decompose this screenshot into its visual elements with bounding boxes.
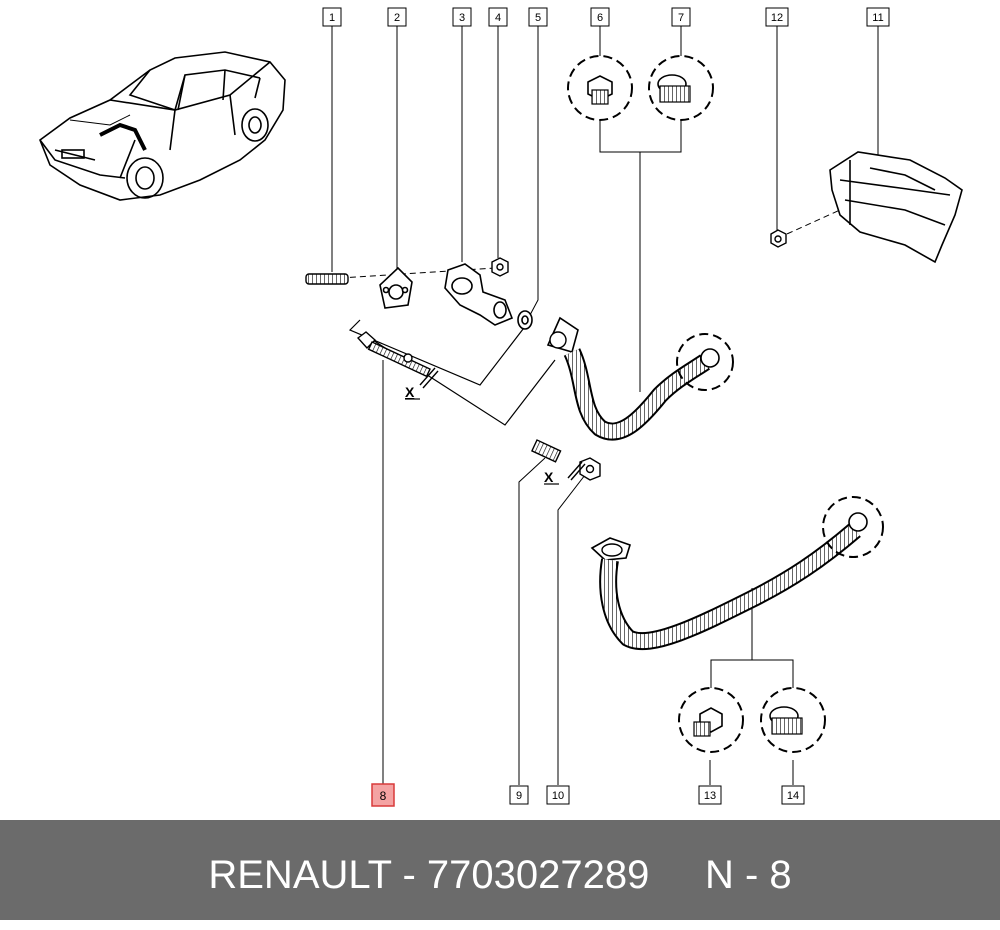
- callout-2: 2: [387, 7, 407, 27]
- gasket-part-2: [379, 266, 413, 309]
- callout-10-label: 10: [552, 790, 564, 802]
- torque-mark-1: X: [405, 384, 420, 400]
- part-number-banner: RENAULT - 7703027289 N - 8: [0, 820, 1000, 920]
- callout-6: 6: [590, 7, 610, 27]
- callout-13-label: 13: [704, 790, 716, 802]
- callout-1-label: 1: [329, 12, 335, 24]
- callout-4-label: 4: [495, 12, 501, 24]
- callout-2-label: 2: [394, 12, 400, 24]
- callout-4: 4: [488, 7, 508, 27]
- flex-pipe-upper: [546, 316, 734, 441]
- detail-part-14: [760, 687, 826, 753]
- seal-ring-part-5: [517, 310, 533, 330]
- callout-8-label: 8: [380, 789, 387, 803]
- callout-9: 9: [509, 785, 529, 805]
- torque-mark-1-label: X: [405, 384, 415, 400]
- detail-part-6: [567, 55, 633, 121]
- callout-3-label: 3: [459, 12, 465, 24]
- callout-1: 1: [322, 7, 342, 27]
- callout-11: 11: [866, 7, 890, 27]
- callout-10: 10: [546, 785, 570, 805]
- callout-13: 13: [698, 785, 722, 805]
- torque-mark-2-label: X: [544, 469, 554, 485]
- detail-part-7: [648, 55, 714, 121]
- callout-12: 12: [765, 7, 789, 27]
- stud-part-1: [305, 273, 349, 285]
- heat-shield-part-11: [829, 151, 963, 264]
- nut-part-4: [491, 257, 509, 277]
- callout-14: 14: [781, 785, 805, 805]
- leader-lines: [309, 25, 879, 785]
- downpipe-elbow-part-3: [444, 263, 514, 326]
- nut-part-10: [567, 457, 601, 481]
- callout-7: 7: [671, 7, 691, 27]
- torque-mark-2: X: [544, 469, 559, 485]
- flex-pipe-lower: [590, 496, 884, 651]
- callout-7-label: 7: [678, 12, 684, 24]
- callout-8-highlighted: 8: [371, 783, 395, 807]
- callout-14-label: 14: [787, 790, 799, 802]
- spring-part-9: [530, 439, 562, 463]
- assembly-brackets: [348, 319, 556, 426]
- callout-5-label: 5: [535, 12, 541, 24]
- exhaust-parts-diagram: X X: [39, 7, 963, 807]
- callout-5: 5: [528, 7, 548, 27]
- callout-3: 3: [452, 7, 472, 27]
- callout-6-label: 6: [597, 12, 603, 24]
- callout-11-label: 11: [872, 12, 883, 24]
- nut-part-12: [770, 229, 787, 248]
- callout-12-label: 12: [771, 12, 783, 24]
- bolt-part-8: [356, 331, 439, 389]
- detail-part-13: [678, 687, 744, 753]
- car-illustration: [39, 51, 286, 201]
- callout-9-label: 9: [516, 790, 522, 802]
- part-number-text: RENAULT - 7703027289 N - 8: [208, 853, 792, 897]
